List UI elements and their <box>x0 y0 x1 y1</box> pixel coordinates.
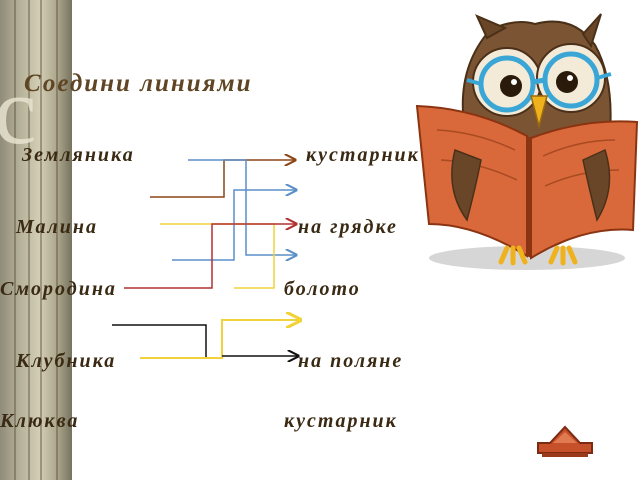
strip-line <box>28 0 30 480</box>
line-black <box>112 324 207 357</box>
left-word-zemlyanika: Земляника <box>22 144 135 166</box>
right-word-kustarnik-2: кустарник <box>284 410 398 432</box>
strip-line <box>40 0 42 480</box>
line-brown <box>150 160 295 198</box>
right-word-boloto: болото <box>284 278 361 300</box>
decorative-book-strip: c <box>0 0 72 480</box>
owl-reading-book-icon <box>415 13 639 270</box>
strip-line <box>14 0 16 480</box>
line-yellow-lower <box>140 320 300 359</box>
left-word-malina: Малина <box>16 216 98 238</box>
next-arrow-icon[interactable] <box>534 423 596 459</box>
left-word-smorodina: Смородина <box>0 278 117 300</box>
left-word-klyukva: Клюква <box>0 410 80 432</box>
slide-title: Соедини линиями <box>24 70 253 97</box>
right-word-na-polyane: на поляне <box>298 350 404 372</box>
left-word-klubnika: Клубника <box>16 350 117 372</box>
line-blue-middle <box>172 190 296 261</box>
right-word-na-gryadke: на грядке <box>298 216 398 238</box>
line-blue-upper <box>188 159 296 255</box>
line-yellow-upper <box>160 223 275 289</box>
strip-line <box>56 0 58 480</box>
line-red <box>124 224 296 289</box>
right-word-kustarnik: кустарник <box>306 144 420 166</box>
decorative-c-ornament: c <box>0 57 37 164</box>
